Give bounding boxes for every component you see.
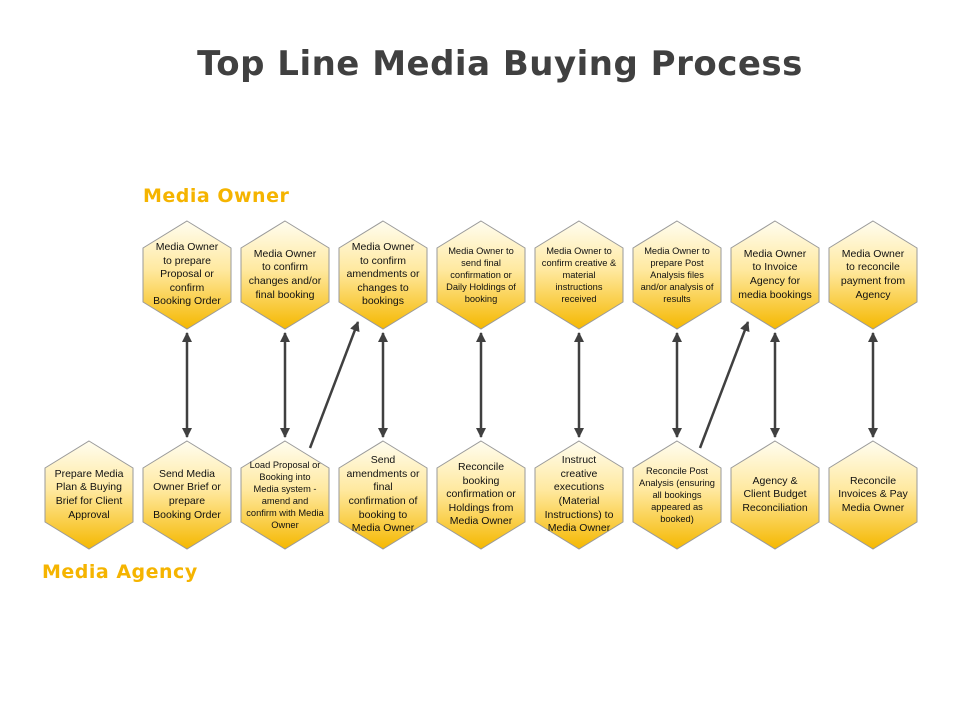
agency-step-6: Instruct creative executions (Material I… bbox=[534, 440, 624, 550]
owner-step-7-label: Media Owner to Invoice Agency for media … bbox=[738, 247, 812, 301]
owner-step-6: Media Owner to prepare Post Analysis fil… bbox=[632, 220, 722, 330]
agency-step-8: Agency & Client Budget Reconciliation bbox=[730, 440, 820, 550]
agency-step-2: Send Media Owner Brief or prepare Bookin… bbox=[142, 440, 232, 550]
owner-step-1: Media Owner to prepare Proposal or confi… bbox=[142, 220, 232, 330]
owner-step-8: Media Owner to reconcile payment from Ag… bbox=[828, 220, 918, 330]
connector-diagonal-2 bbox=[698, 321, 750, 449]
owner-step-1-label: Media Owner to prepare Proposal or confi… bbox=[153, 240, 221, 308]
owner-step-3: Media Owner to confirm amendments or cha… bbox=[338, 220, 428, 330]
lane-label-media-owner: Media Owner bbox=[143, 185, 290, 207]
agency-step-3: Load Proposal or Booking into Media syst… bbox=[240, 440, 330, 550]
agency-step-4-label: Send amendments or final confirmation of… bbox=[346, 454, 420, 535]
owner-step-2-label: Media Owner to confirm changes and/or fi… bbox=[248, 247, 322, 301]
agency-step-7-label: Reconcile Post Analysis (ensuring all bo… bbox=[639, 465, 715, 525]
agency-step-2-label: Send Media Owner Brief or prepare Bookin… bbox=[153, 467, 221, 521]
agency-step-7: Reconcile Post Analysis (ensuring all bo… bbox=[632, 440, 722, 550]
connector-diagonal-1 bbox=[308, 321, 360, 449]
agency-step-8-label: Agency & Client Budget Reconciliation bbox=[742, 474, 808, 514]
owner-step-4: Media Owner to send final confirmation o… bbox=[436, 220, 526, 330]
owner-step-4-label: Media Owner to send final confirmation o… bbox=[446, 245, 516, 305]
agency-step-4: Send amendments or final confirmation of… bbox=[338, 440, 428, 550]
owner-step-3-label: Media Owner to confirm amendments or cha… bbox=[346, 240, 420, 308]
agency-step-6-label: Instruct creative executions (Material I… bbox=[544, 454, 614, 535]
agency-step-9: Reconcile Invoices & Pay Media Owner bbox=[828, 440, 918, 550]
owner-step-7: Media Owner to Invoice Agency for media … bbox=[730, 220, 820, 330]
owner-step-6-label: Media Owner to prepare Post Analysis fil… bbox=[640, 245, 714, 305]
owner-step-5: Media Owner to confirm creative & materi… bbox=[534, 220, 624, 330]
owner-step-5-label: Media Owner to confirm creative & materi… bbox=[541, 245, 617, 305]
agency-step-3-label: Load Proposal or Booking into Media syst… bbox=[246, 459, 324, 531]
agency-step-1-label: Prepare Media Plan & Buying Brief for Cl… bbox=[54, 467, 124, 521]
agency-step-5-label: Reconcile booking confirmation or Holdin… bbox=[446, 460, 516, 528]
lane-label-media-agency: Media Agency bbox=[42, 561, 198, 583]
owner-step-2: Media Owner to confirm changes and/or fi… bbox=[240, 220, 330, 330]
agency-step-5: Reconcile booking confirmation or Holdin… bbox=[436, 440, 526, 550]
agency-step-9-label: Reconcile Invoices & Pay Media Owner bbox=[838, 474, 908, 514]
agency-step-1: Prepare Media Plan & Buying Brief for Cl… bbox=[44, 440, 134, 550]
owner-step-8-label: Media Owner to reconcile payment from Ag… bbox=[840, 247, 906, 301]
diagram-title: Top Line Media Buying Process bbox=[197, 44, 803, 84]
